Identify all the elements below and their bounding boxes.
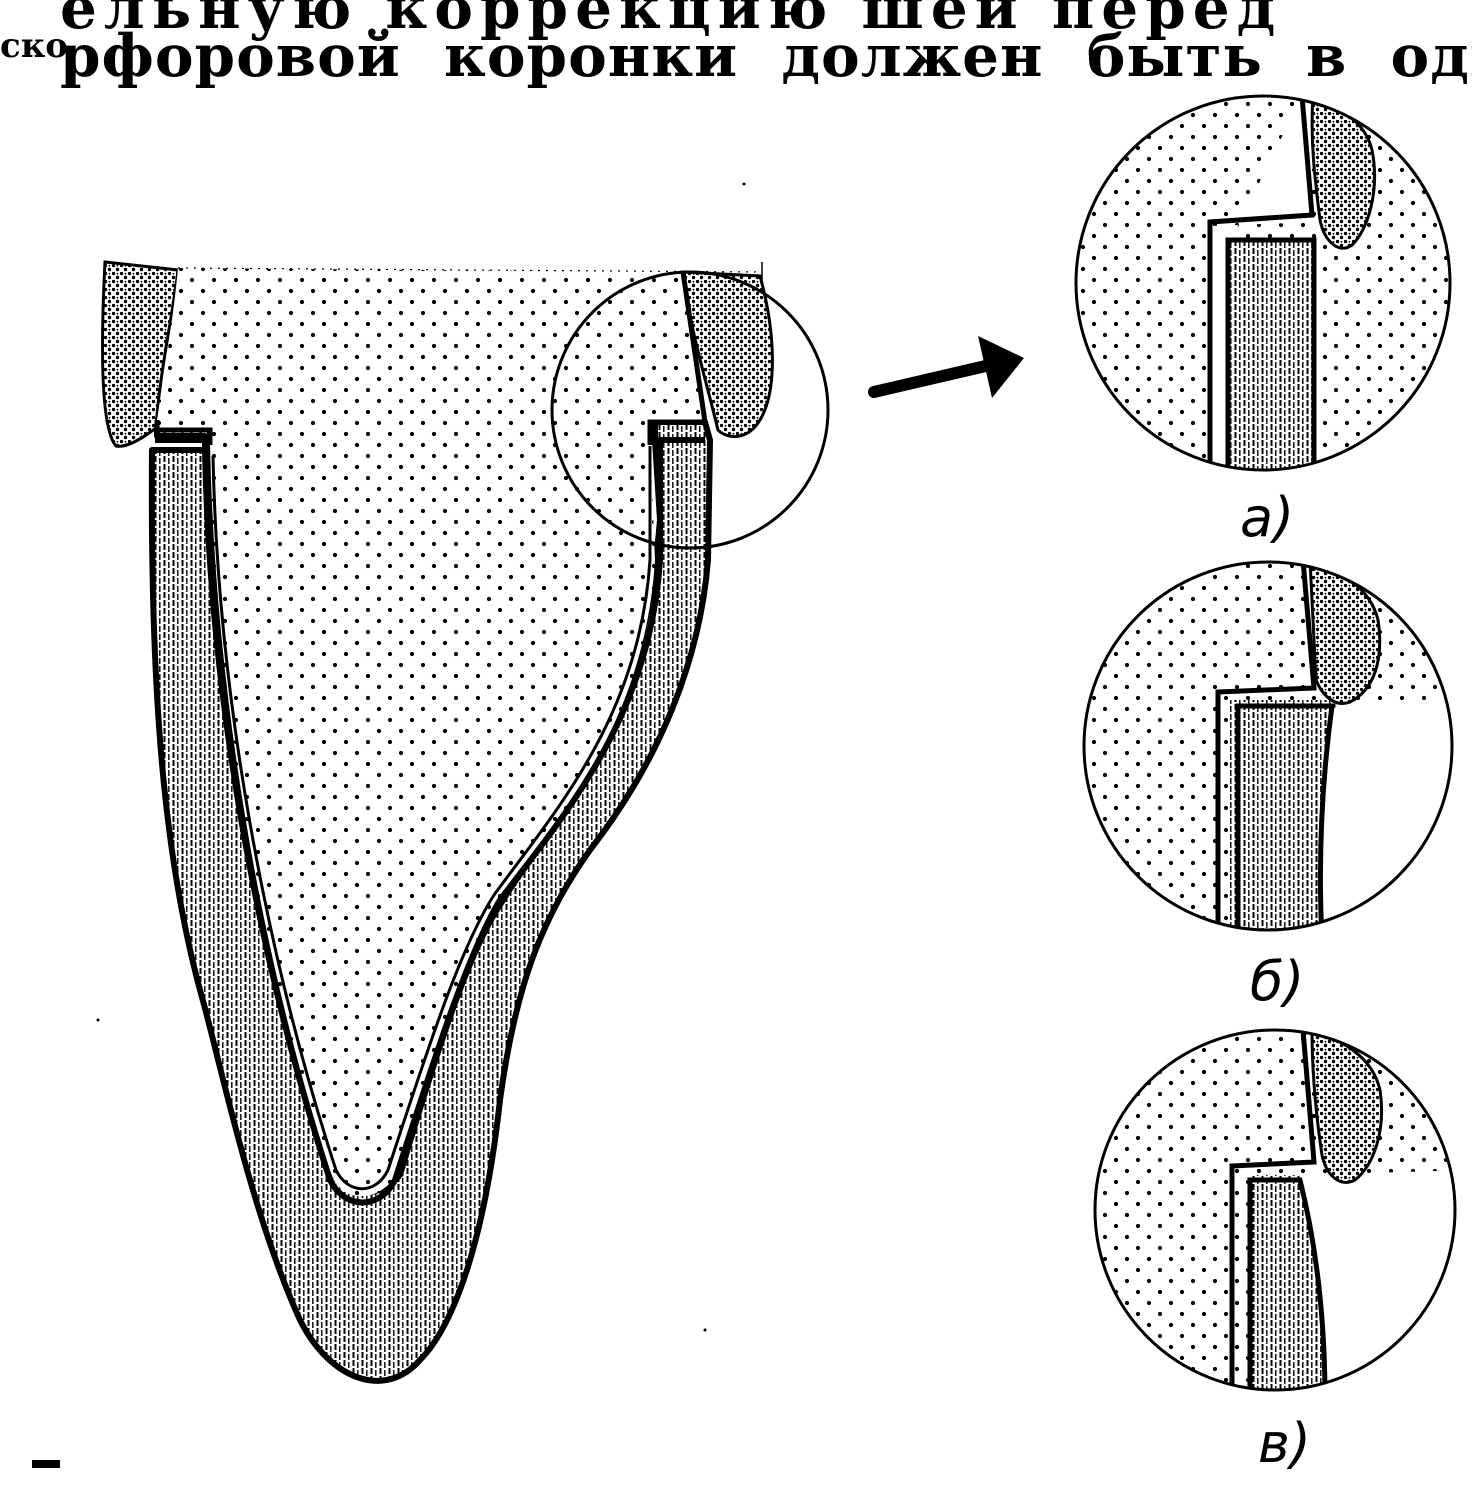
- detail-c: в): [1093, 1028, 1457, 1475]
- main-tooth: [101, 260, 830, 1384]
- header-line-1: ельную коррекцию шеи перед: [60, 0, 1283, 42]
- metal-coping-outer: [155, 437, 705, 1206]
- header-line-2: рфоровой коронки должен быть в одной пло…: [60, 22, 1472, 90]
- detail-b: б): [1082, 560, 1454, 1013]
- metal-coping-inner: [211, 446, 652, 1191]
- scan-specks: [32, 182, 746, 1468]
- detail-a: а): [1074, 94, 1452, 549]
- shoulder-left: [154, 420, 213, 445]
- gum-right: [681, 270, 774, 439]
- caption-b: б): [1250, 950, 1304, 1013]
- arrow-icon: [868, 336, 1024, 398]
- caption-a: а): [1240, 486, 1294, 549]
- shoulder-right: [647, 271, 708, 445]
- magnifier-circle: [550, 270, 830, 550]
- gum-left: [101, 260, 180, 448]
- caption-c: в): [1258, 1412, 1311, 1475]
- porcelain-crown: [157, 268, 705, 1197]
- header-text: ельную коррекцию шеи перед ско рфоровой …: [0, 0, 1472, 94]
- header-line-2-prefix: ско: [0, 26, 68, 66]
- crown-top-edge: [177, 267, 763, 273]
